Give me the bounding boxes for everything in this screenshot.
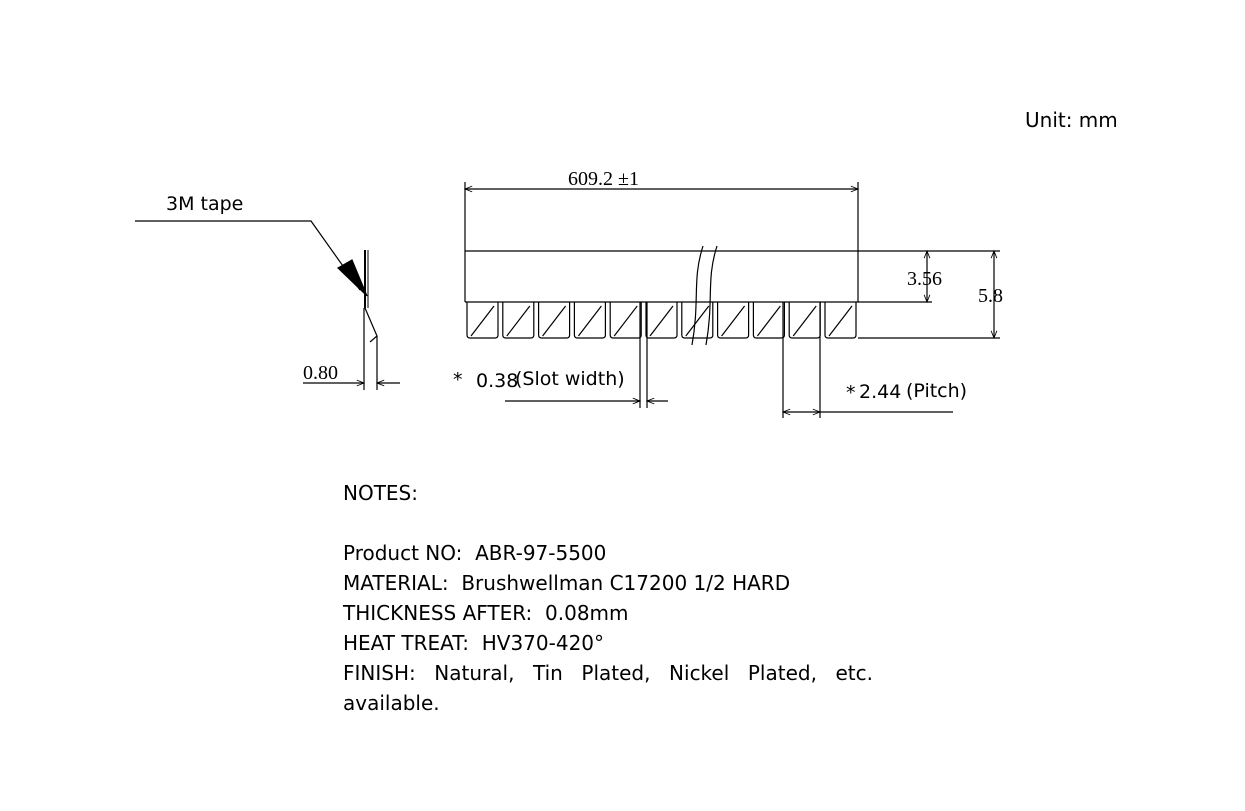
total-height-dim-label: 5.8 — [978, 285, 1003, 307]
break-mark — [691, 245, 704, 346]
finger — [824, 302, 857, 339]
finger-hatch — [613, 305, 638, 337]
material-label: MATERIAL: — [343, 571, 449, 595]
tape-leader — [135, 220, 361, 291]
finish-item: Natural, — [434, 661, 515, 685]
break-mark — [705, 245, 718, 346]
finger — [573, 302, 606, 339]
finish-tail: available. — [343, 691, 440, 715]
finger-row — [466, 302, 857, 339]
profile-bend — [364, 307, 378, 343]
length-dim-label: 609.2 ±1 — [568, 168, 639, 190]
finger — [645, 302, 678, 339]
slot-label: (Slot width) — [515, 368, 625, 390]
heat-treat-label: HEAT TREAT: — [343, 631, 470, 655]
finish-item: Plated, — [747, 661, 817, 685]
finish-item: Plated, — [581, 661, 651, 685]
front-view: 609.2 ±1 3.56 5.8 * 0.38 (Slot width) * … — [453, 168, 1003, 418]
pitch-value: 2.44 — [859, 381, 901, 403]
unit-label: Unit: mm — [1025, 108, 1118, 132]
side-profile: 3M tape 0.80 — [135, 193, 400, 390]
pitch-star: * — [846, 382, 856, 404]
finger-hatch — [470, 305, 495, 337]
finger-hatch — [685, 305, 710, 337]
finish-item: etc. — [835, 661, 874, 685]
finger — [752, 302, 785, 339]
finger-hatch — [542, 305, 567, 337]
slot-star: * — [453, 369, 463, 391]
finish-label: FINISH: — [343, 661, 416, 685]
finger-hatch — [756, 305, 781, 337]
finger — [502, 302, 535, 339]
finger — [717, 302, 750, 339]
finger-hatch — [792, 305, 817, 337]
tape-arrowhead — [337, 259, 368, 297]
product-label: Product NO: — [343, 541, 463, 565]
thickness-line: THICKNESS AFTER: 0.08mm — [343, 598, 873, 628]
finger-hatch — [506, 305, 531, 337]
finger — [538, 302, 571, 339]
finger-hatch — [577, 305, 602, 337]
tape-label: 3M tape — [166, 193, 243, 215]
heat-treat-value: HV370-420° — [481, 631, 605, 655]
material-value: Brushwellman C17200 1/2 HARD — [461, 571, 791, 595]
finger — [466, 302, 499, 339]
thickness-value: 0.08mm — [545, 601, 629, 625]
notes-title: NOTES: — [343, 481, 418, 505]
product-value: ABR-97-5500 — [475, 541, 607, 565]
thickness-label: THICKNESS AFTER: — [343, 601, 533, 625]
finger-height-dim-label: 3.56 — [907, 268, 942, 290]
notes-block: NOTES: Product NO: ABR-97-5500 MATERIAL:… — [343, 478, 873, 718]
finish-item: Nickel — [669, 661, 730, 685]
material-line: MATERIAL: Brushwellman C17200 1/2 HARD — [343, 568, 873, 598]
heat-treat-line: HEAT TREAT: HV370-420° — [343, 628, 873, 658]
pitch-label: (Pitch) — [906, 380, 967, 402]
slot-value: 0.38 — [476, 370, 518, 392]
finger-hatch — [828, 305, 853, 337]
product-line: Product NO: ABR-97-5500 — [343, 538, 873, 568]
thickness-dim-label: 0.80 — [303, 362, 338, 384]
finish-item: Tin — [533, 661, 563, 685]
finger-hatch — [721, 305, 746, 337]
finish-line: FINISH: Natural, Tin Plated, Nickel Plat… — [343, 658, 873, 688]
finger — [609, 302, 642, 339]
finger-hatch — [649, 305, 674, 337]
finger — [681, 302, 714, 339]
